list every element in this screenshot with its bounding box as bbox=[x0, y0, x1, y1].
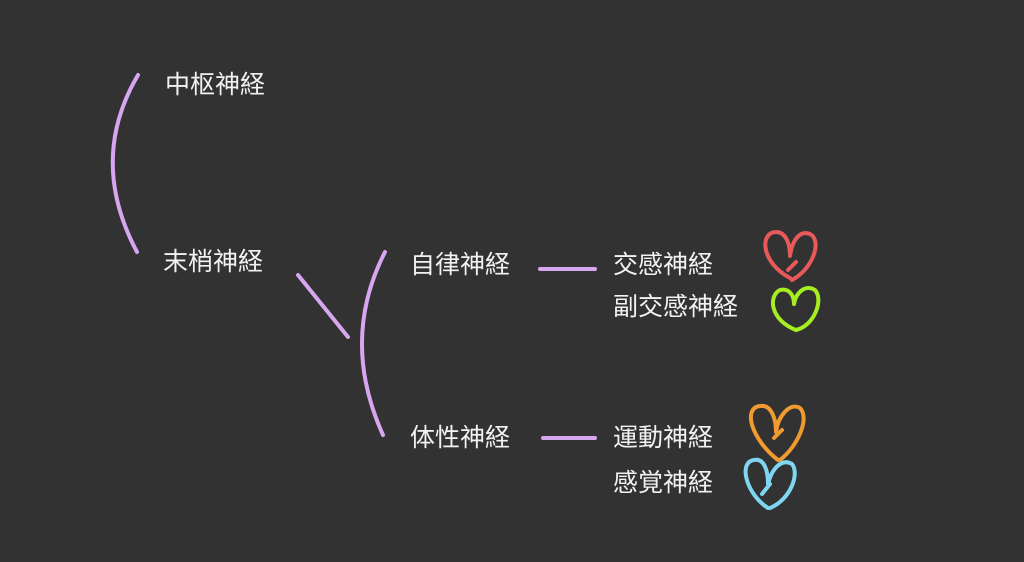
connector-peripheral bbox=[296, 273, 350, 339]
bracket-nervous-system bbox=[110, 73, 140, 254]
node-motor-nervous: 運動神経 bbox=[613, 423, 714, 452]
heart-icon-red bbox=[763, 230, 818, 282]
node-central-nervous: 中枢神経 bbox=[165, 70, 266, 99]
node-autonomic-nervous: 自律神経 bbox=[410, 250, 511, 279]
bracket-peripheral bbox=[360, 250, 387, 437]
heart-icon-orange bbox=[749, 403, 806, 462]
node-parasympathetic-nervous: 副交感神経 bbox=[613, 292, 739, 321]
node-peripheral-nervous: 末梢神経 bbox=[163, 247, 264, 276]
node-sensory-nervous: 感覚神経 bbox=[613, 468, 714, 497]
node-sympathetic-nervous: 交感神経 bbox=[613, 250, 714, 279]
node-somatic-nervous: 体性神経 bbox=[410, 423, 511, 452]
heart-icon-cyan bbox=[743, 457, 797, 510]
heart-icon-green bbox=[771, 285, 821, 332]
